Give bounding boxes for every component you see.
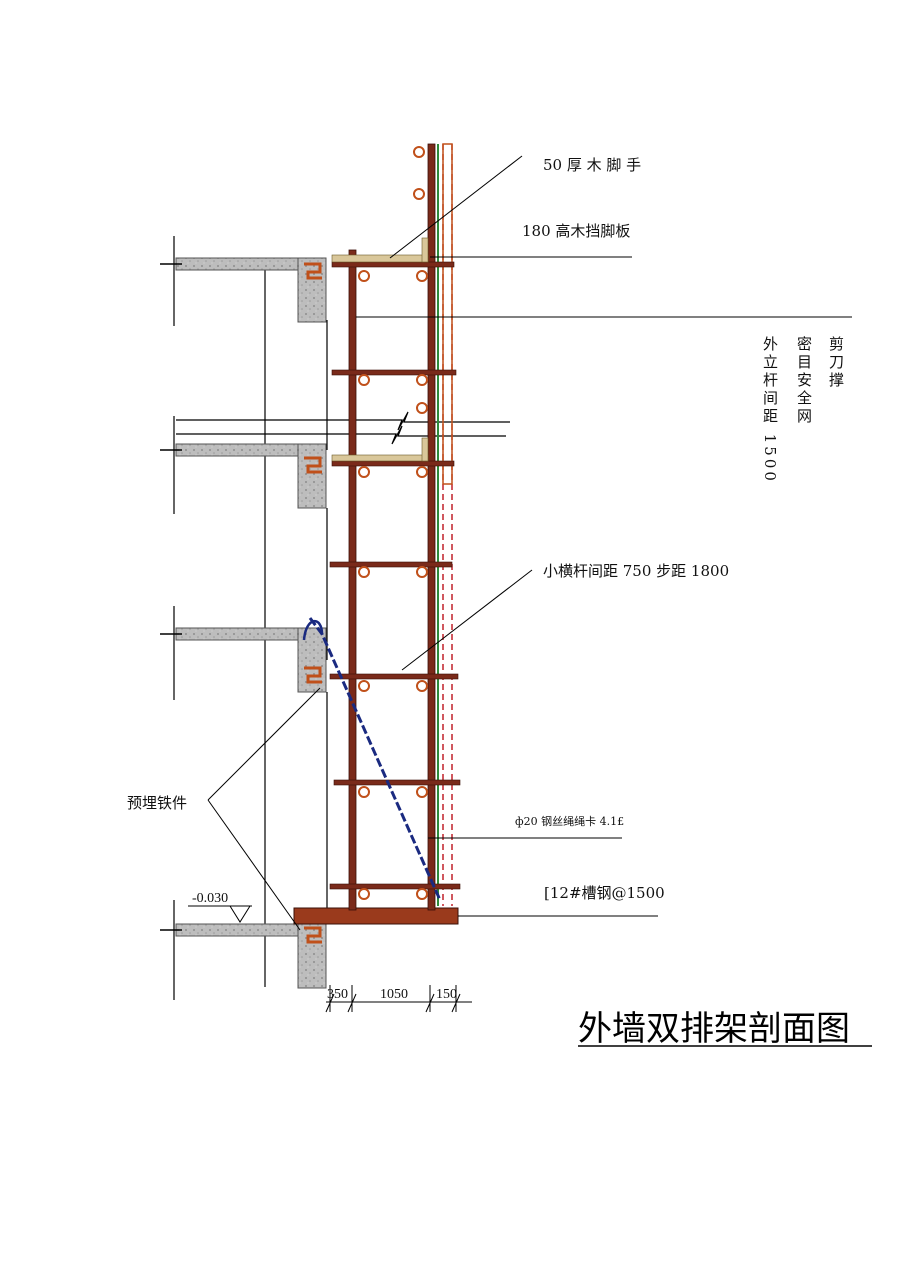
pole-clamps <box>358 146 428 900</box>
toe-board <box>421 237 429 263</box>
embedded-anchors <box>304 262 322 944</box>
safety-net <box>442 144 453 906</box>
ledgers <box>329 261 461 890</box>
slab-edge-marks <box>160 263 182 931</box>
elevation-marker <box>188 905 252 923</box>
beam-2 <box>297 443 327 509</box>
inner-pole <box>348 249 357 911</box>
floor-slabs <box>175 257 327 989</box>
leader-lines <box>207 155 852 931</box>
dim-1050: 1050 <box>380 987 408 1002</box>
label-pole-spacing: 外立杆间距 1500 <box>761 336 779 484</box>
label-embedded-iron: 预埋铁件 <box>127 794 187 812</box>
wood-planks <box>331 237 429 462</box>
beam-1 <box>297 257 327 323</box>
building-wall <box>173 236 328 1000</box>
scaffold-poles <box>348 143 436 911</box>
dim-150: 150 <box>436 987 457 1002</box>
label-toe-board: 180 高木挡脚板 <box>522 222 630 240</box>
top-net-panel <box>442 143 453 485</box>
label-elevation: -0.030 <box>192 891 228 906</box>
rope-hook <box>302 620 324 641</box>
label-wire-rope: ф20 钢丝绳绳卡 4.1£ <box>515 814 624 828</box>
label-ledger-spacing: 小横杆间距 750 步距 1800 <box>543 562 729 580</box>
label-wood-plank: 50 厚 木 脚 手 <box>543 156 641 174</box>
dim-350: 350 <box>327 987 348 1002</box>
diagram-title: 外墙双排架剖面图 <box>578 1009 850 1049</box>
outer-pole <box>427 143 436 911</box>
dimension-line <box>325 985 472 1013</box>
label-bracing: 剪刀撑 <box>827 336 845 390</box>
label-channel-steel: [12#槽钢@1500 <box>544 884 665 902</box>
beam-4 <box>297 923 327 989</box>
channel-steel-base <box>293 907 459 925</box>
break-line <box>176 411 510 445</box>
label-safety-net: 密目安全网 <box>795 336 813 426</box>
wire-rope <box>308 617 442 901</box>
